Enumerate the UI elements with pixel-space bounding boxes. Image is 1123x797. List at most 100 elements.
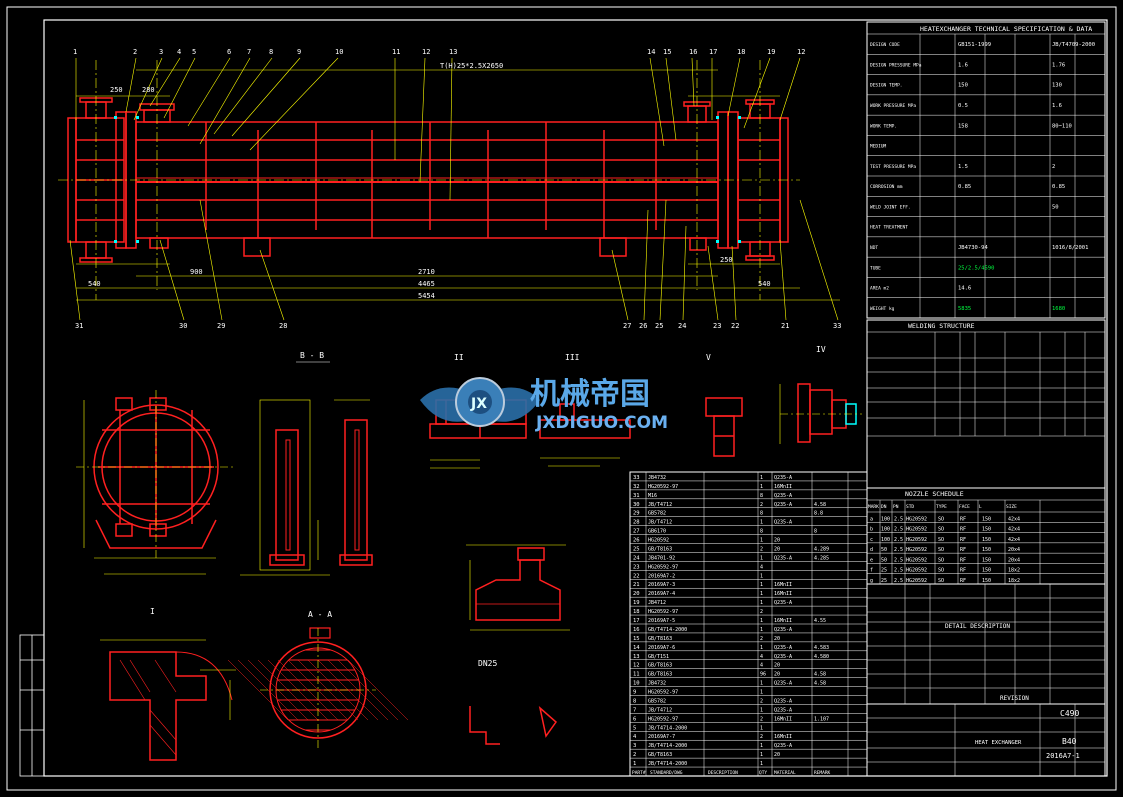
parts-remark: 1.107: [814, 716, 829, 722]
parts-std: JB4732: [648, 475, 666, 481]
parts-qty: 1: [760, 681, 763, 687]
flange-markers: [114, 116, 741, 243]
parts-material: Q235-A: [774, 475, 792, 481]
spec-value-2: 1.6: [1052, 103, 1062, 109]
parts-std: GB/T8163: [648, 672, 672, 678]
parts-no: 23: [633, 564, 640, 570]
parts-qty: 2: [760, 734, 763, 740]
drawing-no: 2016A7-1: [1046, 752, 1080, 760]
parts-remark: 8: [814, 529, 817, 535]
nozzle-header: SIZE: [1006, 504, 1017, 510]
nozzle-header: L: [979, 504, 982, 510]
title-block: C490 B40 2016A7-1 HEAT EXCHANGER: [866, 703, 1106, 777]
nozzle-cell: 50: [881, 557, 887, 563]
nozzle-header: DN: [881, 504, 887, 510]
nozzle-cell: 25: [881, 568, 887, 574]
parts-no: 19: [633, 600, 640, 606]
parts-std: JB/T4712: [648, 502, 672, 508]
spec-value-1: 158: [958, 123, 968, 129]
nozzle-header: MARK: [868, 504, 879, 510]
nozzle-header: FACE: [959, 504, 970, 510]
nozzle-cell: f: [870, 568, 873, 574]
parts-no: 33: [633, 475, 640, 481]
balloon-top: 8: [269, 48, 273, 56]
spec-value-1: 0.5: [958, 103, 968, 109]
dim-left-offset: 900: [190, 268, 203, 276]
spec-value-1: 150: [958, 83, 968, 89]
nozzle-cell: 2.5: [894, 537, 903, 543]
nozzle-cell: g: [870, 578, 873, 584]
watermark-en: JXDIGUO.COM: [535, 413, 668, 433]
parts-header: DESCRIPTION: [708, 770, 738, 776]
nozzle-header: PN: [893, 504, 899, 510]
nozzle-cell: HG20592: [906, 547, 927, 553]
balloon-top: 16: [689, 48, 697, 56]
parts-material: 16MnII: [774, 582, 792, 588]
nozzle-cell: SO: [938, 557, 944, 563]
parts-qty: 2: [760, 546, 763, 552]
parts-qty: 1: [760, 484, 763, 490]
parts-qty: 1: [760, 707, 763, 713]
nozzle-cell: a: [870, 516, 873, 522]
parts-qty: 4: [760, 654, 763, 660]
nozzle-header: STD: [906, 504, 914, 510]
balloon-top: 14: [647, 48, 655, 56]
left-margin-blocks: [19, 634, 45, 777]
parts-material: Q235-A: [774, 627, 792, 633]
nozzle-cell: 42x4: [1008, 516, 1020, 522]
parts-no: 11: [633, 672, 640, 678]
parts-std: JB4712: [648, 600, 666, 606]
parts-no: 4: [633, 734, 637, 740]
parts-material: Q235-A: [774, 493, 792, 499]
parts-std: JB/T4714-2000: [648, 761, 687, 767]
watermark-cn: 机械帝国: [530, 377, 650, 412]
parts-no: 8: [633, 698, 636, 704]
parts-material: 16MnII: [774, 734, 792, 740]
revision-label: REVISION: [1000, 695, 1029, 702]
spec-label: WELD JOINT EFF.: [870, 204, 911, 210]
parts-std: HG20592: [648, 538, 669, 544]
parts-no: 21: [633, 582, 640, 588]
detail-v-title: V: [706, 353, 711, 362]
parts-remark: 8.8: [814, 511, 823, 517]
nozzle-cell: RF: [960, 578, 966, 584]
balloon-top: 18: [737, 48, 745, 56]
parts-material: Q235-A: [774, 645, 792, 651]
welding-title: WELDING STRUCTURE: [908, 322, 975, 330]
nozzle-cell: HG20592: [906, 557, 927, 563]
parts-std: GB6170: [648, 529, 666, 535]
parts-std: HG20592-97: [648, 564, 678, 570]
parts-qty: 1: [760, 743, 763, 749]
nozzle-cell: e: [870, 557, 873, 563]
parts-qty: 1: [760, 600, 763, 606]
parts-std: HG20592-97: [648, 716, 678, 722]
parts-no: 7: [633, 707, 636, 713]
parts-std: JB/T4714-2000: [648, 743, 687, 749]
parts-no: 2: [633, 752, 636, 758]
nozzle-cell: d: [870, 547, 873, 553]
nozzle-header: TYPE: [936, 504, 947, 510]
exchanger-elevation: T(H)25*2.5X2650 2710 4465 5454 900 540 5…: [58, 48, 841, 330]
nozzle-cell: 100: [881, 516, 890, 522]
parts-std: JB/T4712: [648, 520, 672, 526]
parts-qty: 2: [760, 502, 763, 508]
balloon-top: 4: [177, 48, 181, 56]
spec-value-2: 1.76: [1052, 62, 1065, 68]
parts-qty: 1: [760, 591, 763, 597]
parts-qty: 1: [760, 573, 763, 579]
nozzle-cell: 2.5: [894, 557, 903, 563]
spec-value-2: 1680: [1052, 306, 1065, 312]
parts-std: 20169A7-6: [648, 645, 675, 651]
parts-material: 20: [774, 672, 780, 678]
balloon-top: 2: [133, 48, 137, 56]
balloon-bottom: 28: [279, 322, 287, 330]
parts-material: Q235-A: [774, 698, 792, 704]
parts-remark: 4.289: [814, 546, 829, 552]
nozzle-cell: 2.5: [894, 516, 903, 522]
parts-material: 20: [774, 752, 780, 758]
balloon-top: 10: [335, 48, 343, 56]
spec-label: DESIGN CODE: [870, 42, 900, 48]
